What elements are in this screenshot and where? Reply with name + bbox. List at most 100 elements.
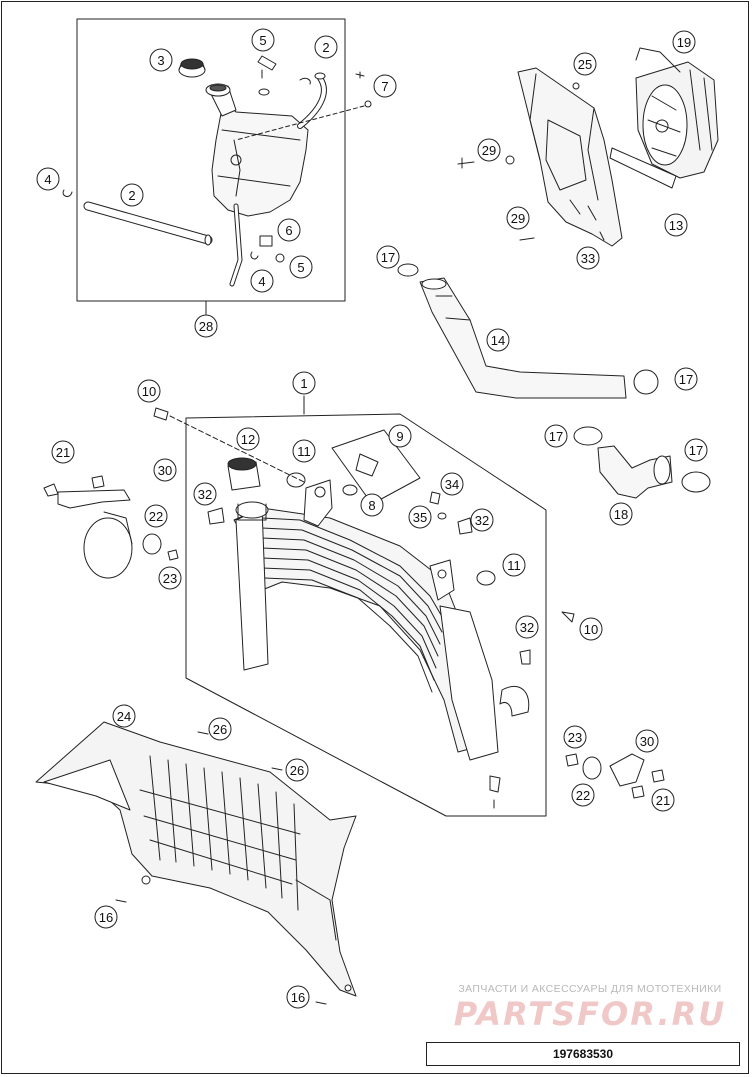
callout-28: 28 (194, 314, 218, 338)
radiator-guard-body (35, 721, 357, 997)
tank-group-frame (76, 18, 346, 302)
callout-32b-label: 32 (475, 513, 489, 528)
callout-33-label: 33 (581, 251, 595, 266)
callout-16a: 16 (94, 905, 118, 929)
callout-14-label: 14 (491, 333, 505, 348)
callout-7-label: 7 (381, 79, 388, 94)
radiator-hoses (397, 263, 711, 499)
sensor-group-frame (331, 429, 421, 505)
callout-22b-label: 22 (576, 788, 590, 803)
callout-21a-label: 21 (56, 445, 70, 460)
callout-18: 18 (609, 502, 633, 526)
tank-cap-top (180, 58, 204, 70)
fan-bracket (609, 147, 677, 189)
breather-hose-fill (84, 202, 212, 244)
nut-21d (631, 785, 645, 799)
callout-8-label: 8 (368, 498, 375, 513)
callout-17d: 17 (684, 438, 708, 462)
horn-bracket-30a (57, 489, 131, 509)
screw-29a (457, 157, 475, 169)
callout-19-label: 19 (677, 35, 691, 50)
callout-4a-label: 4 (44, 172, 51, 187)
radiator-group (153, 395, 575, 817)
nut-21c (651, 769, 665, 783)
tank-mount-hole (230, 154, 242, 166)
screw-25 (572, 82, 580, 90)
watermark-brand: PARTSFOR.RU (453, 995, 727, 1033)
callout-3: 3 (149, 48, 173, 72)
callout-22a-label: 22 (149, 509, 163, 524)
callout-30a-label: 30 (158, 463, 172, 478)
clamp-17c (573, 426, 603, 446)
washer-35 (437, 512, 447, 520)
horn-assembly-right (565, 753, 665, 799)
guard-mount-bottom (344, 984, 352, 992)
callout-23b: 23 (563, 725, 587, 749)
fan-blades (647, 95, 681, 157)
tank-rib (233, 139, 241, 197)
callout-33: 33 (576, 246, 600, 270)
filler-neck-body (237, 503, 267, 521)
callout-17b: 17 (674, 367, 698, 391)
bolt-7 (355, 71, 365, 79)
fitting-5b (275, 253, 285, 263)
screw-29b (519, 237, 535, 241)
expansion-tank (211, 103, 309, 217)
nut-21a (43, 483, 59, 497)
guard-screws-16 (115, 899, 327, 1005)
callout-23b-label: 23 (568, 730, 582, 745)
callout-22a: 22 (144, 504, 168, 528)
small-clamp (299, 77, 311, 85)
fan-assembly (457, 47, 719, 247)
radiator-filler-neck (235, 501, 269, 519)
callout-6-label: 6 (285, 223, 292, 238)
fan-hub (655, 119, 669, 133)
callout-35: 35 (408, 505, 432, 529)
tank-seam (217, 129, 301, 187)
shroud-edges (529, 73, 599, 201)
callout-21b-label: 21 (656, 793, 670, 808)
callout-2b-label: 2 (128, 188, 135, 203)
callout-17b-label: 17 (679, 372, 693, 387)
callout-22b: 22 (571, 783, 595, 807)
nut-23b (565, 753, 579, 767)
callout-3-label: 3 (157, 53, 164, 68)
radiator-guard (35, 721, 357, 1005)
callout-30b: 30 (635, 729, 659, 753)
guard-screw-holes (197, 731, 283, 771)
guard-louvers (149, 755, 299, 911)
nut-21b (91, 475, 105, 489)
callout-13: 13 (664, 213, 688, 237)
bracket-hole-upper (314, 486, 326, 498)
callout-11a-label: 11 (297, 444, 311, 459)
callout-30a: 30 (153, 458, 177, 482)
bolt-10b (561, 611, 575, 623)
callout-9: 9 (388, 424, 412, 448)
radiator-hose-18 (597, 445, 673, 499)
nut-23a (167, 549, 179, 561)
callout-32a: 32 (193, 482, 217, 506)
callout-7: 7 (373, 74, 397, 98)
callout-34: 34 (440, 472, 464, 496)
callout-18-label: 18 (614, 507, 628, 522)
callout-34-label: 34 (445, 477, 459, 492)
callout-12-label: 12 (241, 432, 255, 447)
horn-22a-body (103, 511, 133, 545)
radiator-right-tank (439, 605, 499, 761)
overflow-hose-upper-fill (298, 76, 326, 128)
callout-24-label: 24 (117, 709, 131, 724)
callout-29b: 29 (506, 206, 530, 230)
callout-5b: 5 (289, 255, 313, 279)
rubber-mount-22 (142, 533, 162, 555)
callout-28-label: 28 (199, 319, 213, 334)
callout-32b: 32 (470, 508, 494, 532)
expansion-tank-group (62, 18, 372, 315)
callout-11a: 11 (292, 439, 316, 463)
fan-wire (635, 47, 681, 73)
bolt-10a-axis (169, 415, 305, 483)
callout-29a-label: 29 (482, 143, 496, 158)
callout-6: 6 (277, 218, 301, 242)
bracket-hole-right (437, 569, 447, 579)
